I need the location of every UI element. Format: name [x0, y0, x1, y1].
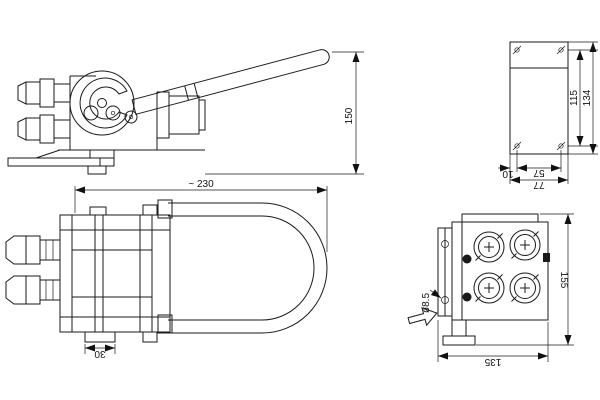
- handle-loop-inner: [168, 215, 315, 321]
- base-tab: [87, 165, 107, 175]
- left-plug: [5, 275, 27, 305]
- leader-line: [429, 289, 442, 299]
- dim-label-57: 57: [533, 167, 545, 178]
- clamp-bolt-bottom: [142, 331, 158, 343]
- left-fitting-ribbed: [53, 83, 71, 103]
- left-fitting-nut: [39, 279, 61, 301]
- left-fitting-ribbed: [25, 117, 41, 141]
- roller-circle: [124, 110, 138, 124]
- dim-label-115: 115: [569, 90, 580, 106]
- left-fitting-ribbed: [25, 235, 41, 265]
- handle-loop-outer: [168, 202, 328, 334]
- clamp-bolt-top: [142, 204, 158, 216]
- dim-label-hole-dia: ø8.5: [421, 293, 432, 313]
- base-block: [89, 149, 115, 159]
- roller-center: [128, 114, 134, 120]
- left-fitting-nut: [39, 78, 55, 108]
- lever-joint-line: [184, 85, 189, 101]
- port-circle: [473, 231, 505, 263]
- base-support: [35, 149, 61, 159]
- top-plate: [461, 213, 539, 223]
- plate-outline: [509, 41, 569, 155]
- view-mounting-plate: 115 134 10 57 77: [498, 41, 598, 190]
- dim-label-30: 30: [94, 348, 106, 359]
- hook-claw: [79, 77, 128, 129]
- right-fitting-cap: [198, 99, 206, 131]
- plug-dot: [462, 292, 472, 302]
- left-fitting-ribbed: [53, 119, 71, 139]
- dim-label-134: 134: [582, 89, 593, 106]
- flange-hole: [441, 296, 449, 304]
- left-fitting-ribbed: [25, 81, 41, 105]
- roller-center: [110, 110, 116, 116]
- mounting-foot: [442, 335, 476, 346]
- direction-arrow-icon: [407, 306, 438, 327]
- dim-label-230: ~ 230: [188, 179, 214, 190]
- dim-label-77: 77: [533, 179, 545, 190]
- body-tab-top: [89, 206, 107, 216]
- left-plug: [17, 117, 27, 141]
- plug-dot: [462, 254, 472, 264]
- left-fitting-ribbed: [25, 275, 41, 305]
- roller-circle: [83, 105, 99, 121]
- roller-circle: [105, 105, 121, 121]
- port-circle: [509, 229, 541, 261]
- plate-screw-marks: [512, 45, 566, 151]
- edge-block: [543, 253, 550, 262]
- view-side-elevation: 150: [7, 49, 364, 175]
- port-circle: [473, 272, 505, 304]
- flange-hole: [441, 240, 449, 248]
- loop-clamp-top: [157, 199, 173, 219]
- dim-label-135: 135: [484, 356, 501, 367]
- loop-clamp-bottom: [157, 314, 173, 334]
- left-fitting-nut: [39, 114, 55, 144]
- view-end: 155 135 ø8.5: [407, 213, 574, 367]
- cam-pivot: [97, 98, 107, 108]
- left-fitting-nut: [39, 239, 61, 261]
- body-tab-bottom: [84, 331, 116, 343]
- port-circle: [509, 272, 541, 304]
- left-plug: [17, 81, 27, 105]
- dim-label-155: 155: [558, 272, 569, 289]
- lever-handle: [131, 49, 330, 115]
- dim-label-10: 10: [502, 168, 514, 179]
- body-outline: [59, 214, 171, 333]
- lever-joint-line: [193, 83, 199, 98]
- left-plug: [5, 235, 27, 265]
- view-plan: ~ 230 30: [5, 179, 328, 359]
- dim-label-150: 150: [344, 107, 355, 124]
- base-plate: [7, 157, 115, 167]
- right-fitting: [156, 91, 170, 139]
